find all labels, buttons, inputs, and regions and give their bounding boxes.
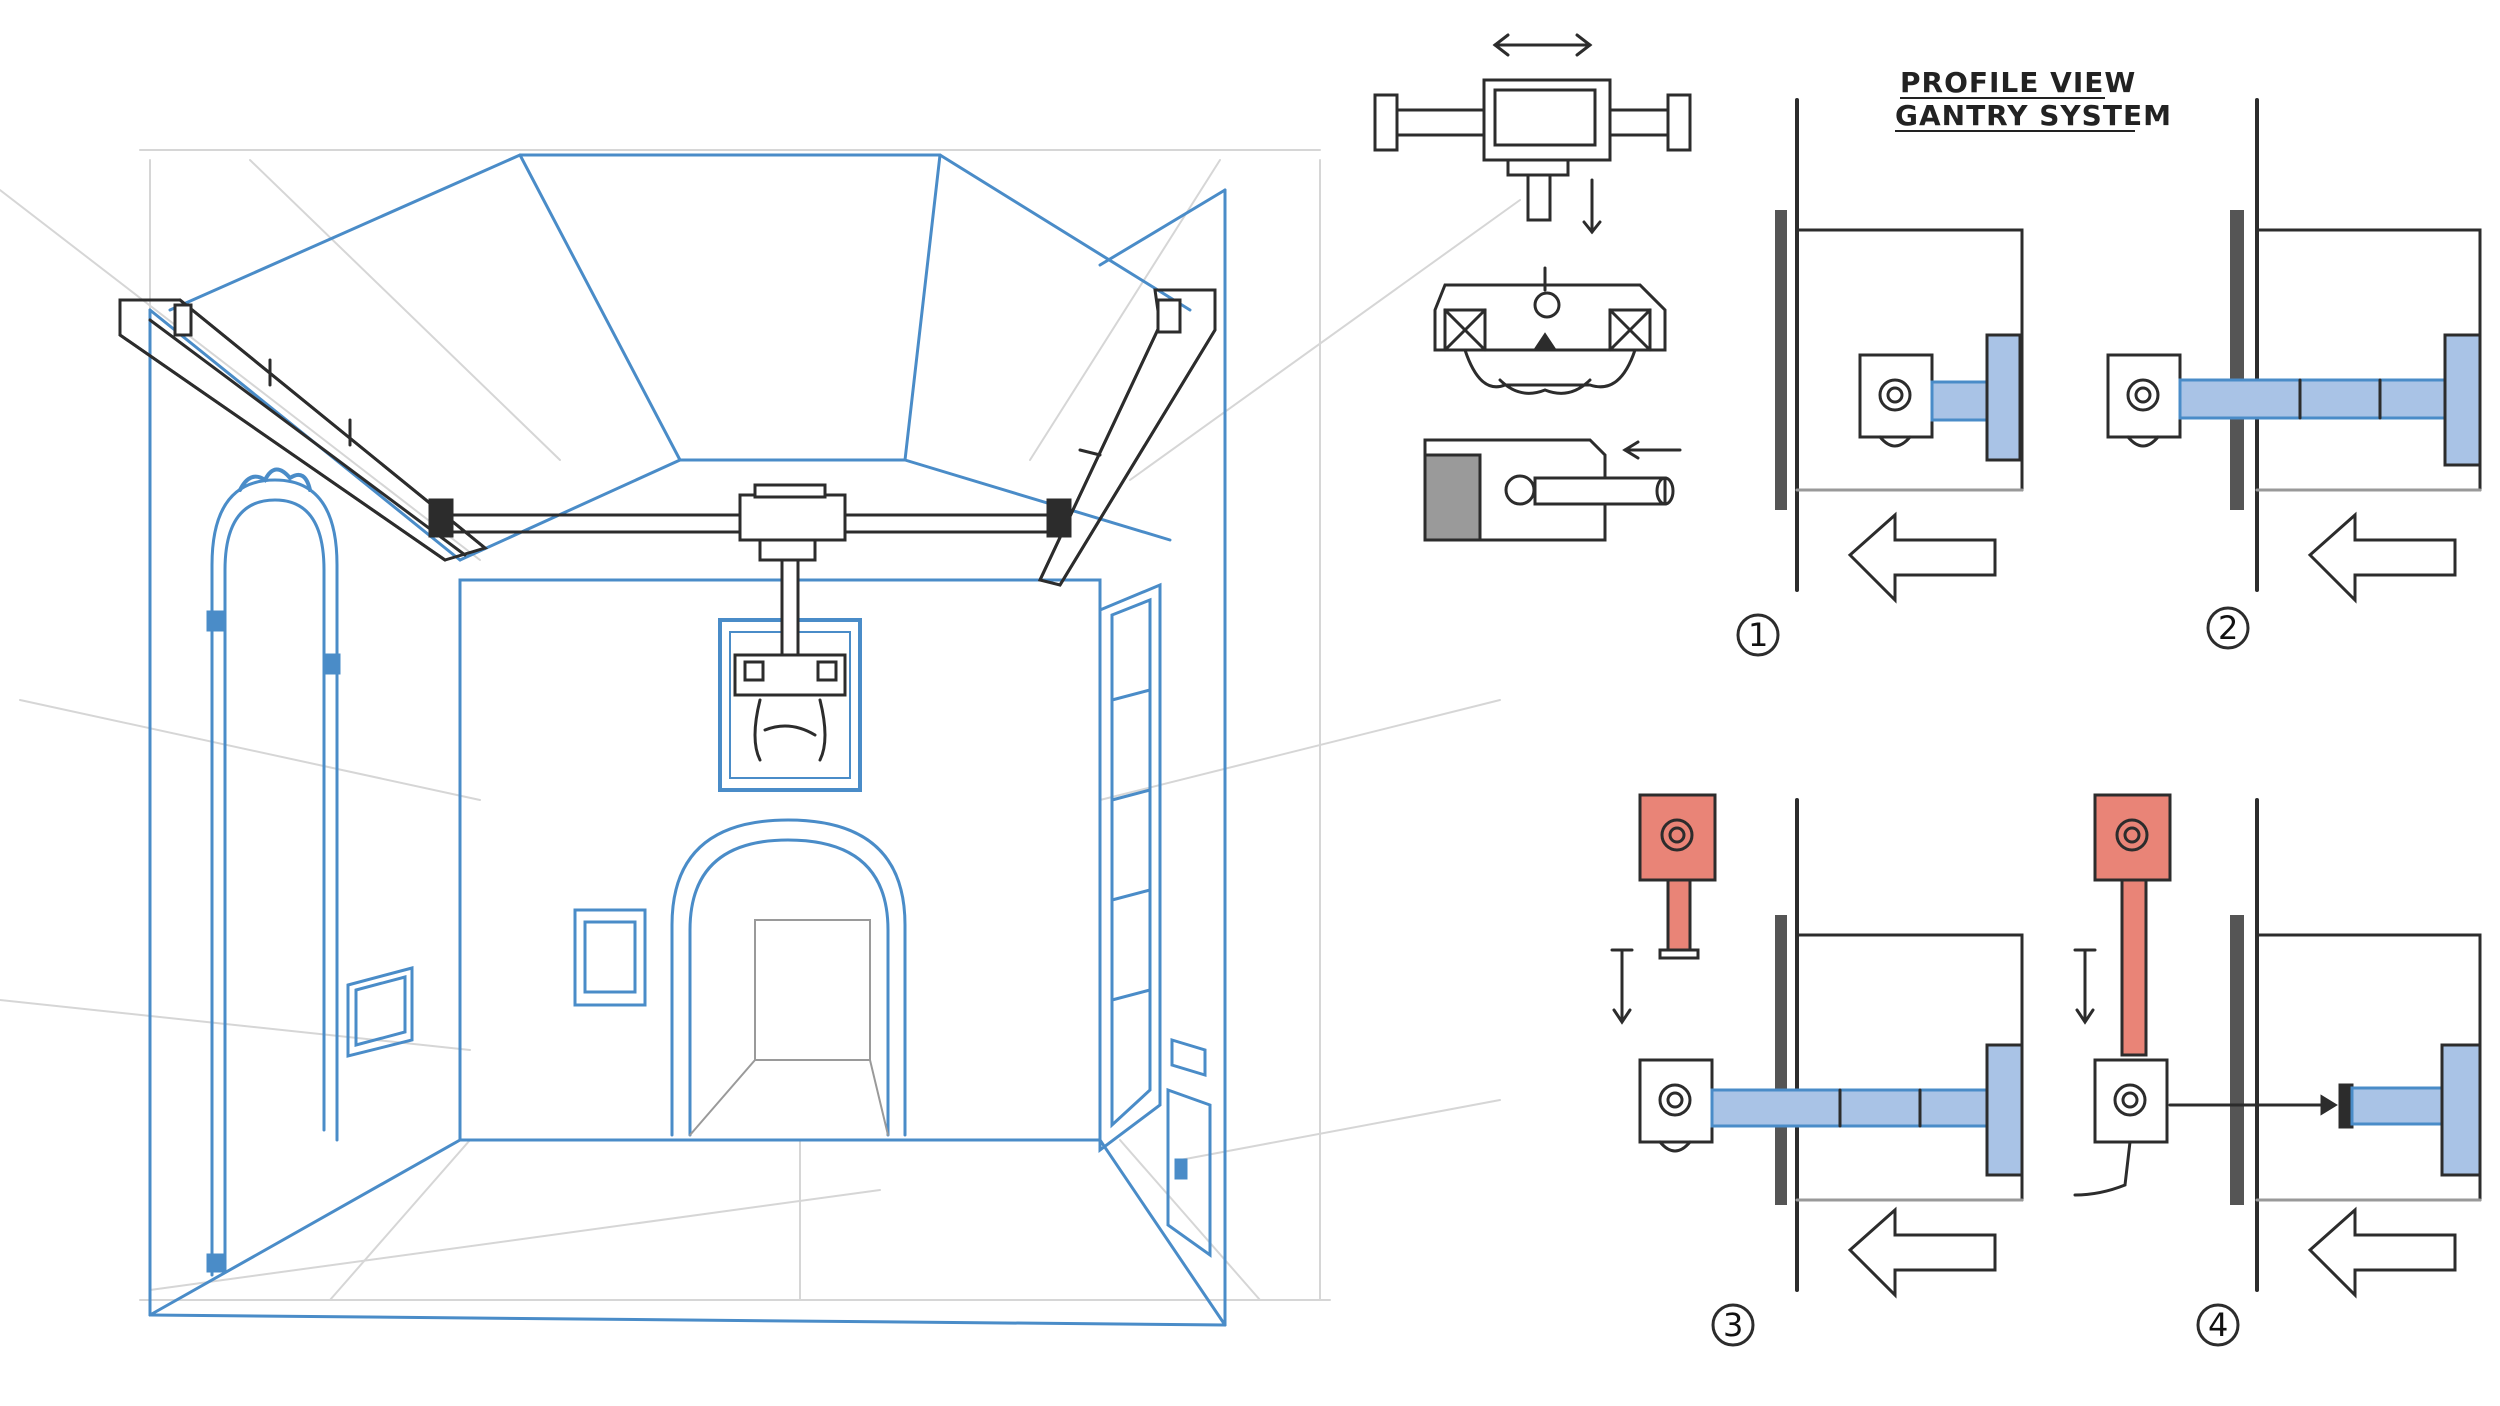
step-panel-4: 4 bbox=[2073, 793, 2482, 1347]
step-panel-2: 2 bbox=[2106, 98, 2482, 650]
step-panel-1: 1 bbox=[1736, 98, 2024, 657]
direction-arrow-left-icon-2 bbox=[2307, 511, 2457, 604]
step-4-badge: 4 bbox=[2196, 1303, 2240, 1347]
step-2-badge: 2 bbox=[2206, 606, 2250, 650]
right-wall-safe bbox=[1166, 1037, 1212, 1258]
step-1-badge: 1 bbox=[1736, 613, 1780, 657]
step-panel-3: 3 bbox=[1610, 793, 2024, 1347]
title-line-1: PROFILE VIEW bbox=[1900, 66, 2136, 99]
step-2-label: 2 bbox=[2218, 609, 2238, 647]
gantry-head-unit bbox=[1433, 283, 1667, 395]
step-1-label: 1 bbox=[1748, 616, 1768, 654]
room-gantry-trolley bbox=[733, 483, 847, 762]
trolley-top-view bbox=[1373, 78, 1692, 222]
left-arched-doorway bbox=[206, 467, 341, 1277]
direction-arrow-left-icon-4 bbox=[2307, 1206, 2457, 1299]
profile-view-title: PROFILE VIEW GANTRY SYSTEM bbox=[1895, 66, 2172, 132]
direction-arrow-left-icon-3 bbox=[1847, 1206, 1997, 1299]
left-wall-frame bbox=[346, 966, 414, 1058]
step-4-label: 4 bbox=[2208, 1306, 2228, 1344]
step-3-label: 3 bbox=[1723, 1306, 1743, 1344]
gantry-exploded-view bbox=[1373, 33, 1692, 542]
perspective-guides bbox=[0, 149, 1521, 1301]
room-outline bbox=[148, 153, 1227, 1327]
horizontal-travel-arrow-icon bbox=[1492, 33, 1593, 57]
down-arrow-icon bbox=[1582, 178, 1602, 235]
step-3-badge: 3 bbox=[1711, 1303, 1755, 1347]
perspective-room-sketch bbox=[0, 149, 1521, 1327]
title-line-2: GANTRY SYSTEM bbox=[1895, 99, 2172, 132]
direction-arrow-left-icon bbox=[1847, 511, 1997, 604]
back-arched-doorway bbox=[670, 818, 907, 1137]
right-wall-shelf bbox=[1098, 582, 1162, 1153]
back-wall-small-frame bbox=[573, 908, 647, 1007]
clamp-block-detail bbox=[1423, 438, 1682, 542]
